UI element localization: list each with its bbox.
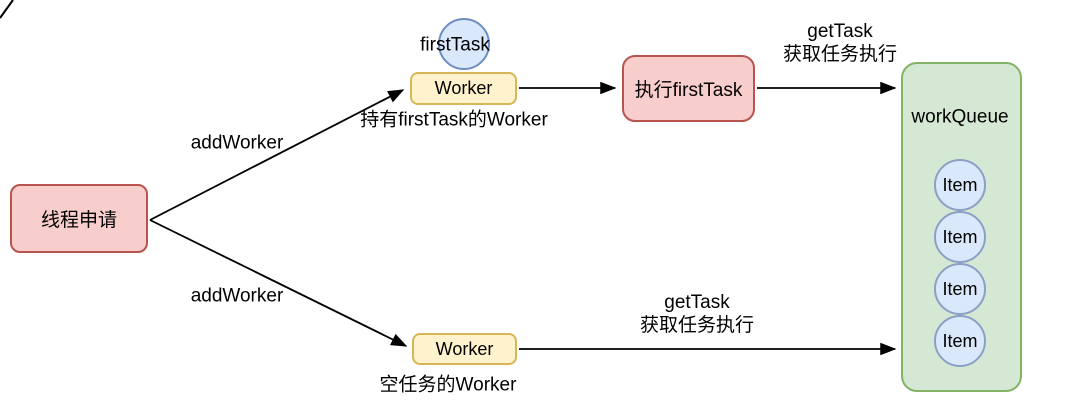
worker-top-caption: 持有firstTask的Worker — [360, 109, 548, 131]
edge-label-add-worker-bottom: addWorker — [190, 285, 284, 307]
exec-first-task-node: 执行firstTask — [622, 55, 755, 122]
stray-line — [0, 0, 14, 19]
queue-item: Item — [934, 263, 986, 315]
worker-bottom-node: Worker — [412, 333, 517, 365]
edge-label-add-worker-top: addWorker — [190, 132, 284, 154]
queue-item: Item — [934, 159, 986, 211]
queue-item: Item — [934, 211, 986, 263]
edge-label-get-task-bottom: getTask 获取任务执行 — [640, 291, 754, 337]
thread-request-node: 线程申请 — [10, 184, 148, 253]
work-queue-title: workQueue — [911, 106, 1009, 128]
first-task-circle — [438, 18, 490, 70]
first-task-label: firstTask — [420, 34, 490, 56]
edge-label-get-task-top: getTask 获取任务执行 — [783, 20, 897, 66]
edge-label-line1: getTask — [807, 21, 873, 42]
worker-top-node: Worker — [410, 72, 517, 105]
edge-label-line2: 获取任务执行 — [782, 44, 898, 65]
edge-add-worker-bottom — [149, 219, 408, 347]
queue-item: Item — [934, 315, 986, 367]
edge-label-line2: 获取任务执行 — [639, 315, 755, 336]
worker-bottom-caption: 空任务的Worker — [379, 374, 517, 396]
edge-label-line1: getTask — [664, 292, 730, 313]
edge-add-worker-top — [149, 89, 405, 221]
